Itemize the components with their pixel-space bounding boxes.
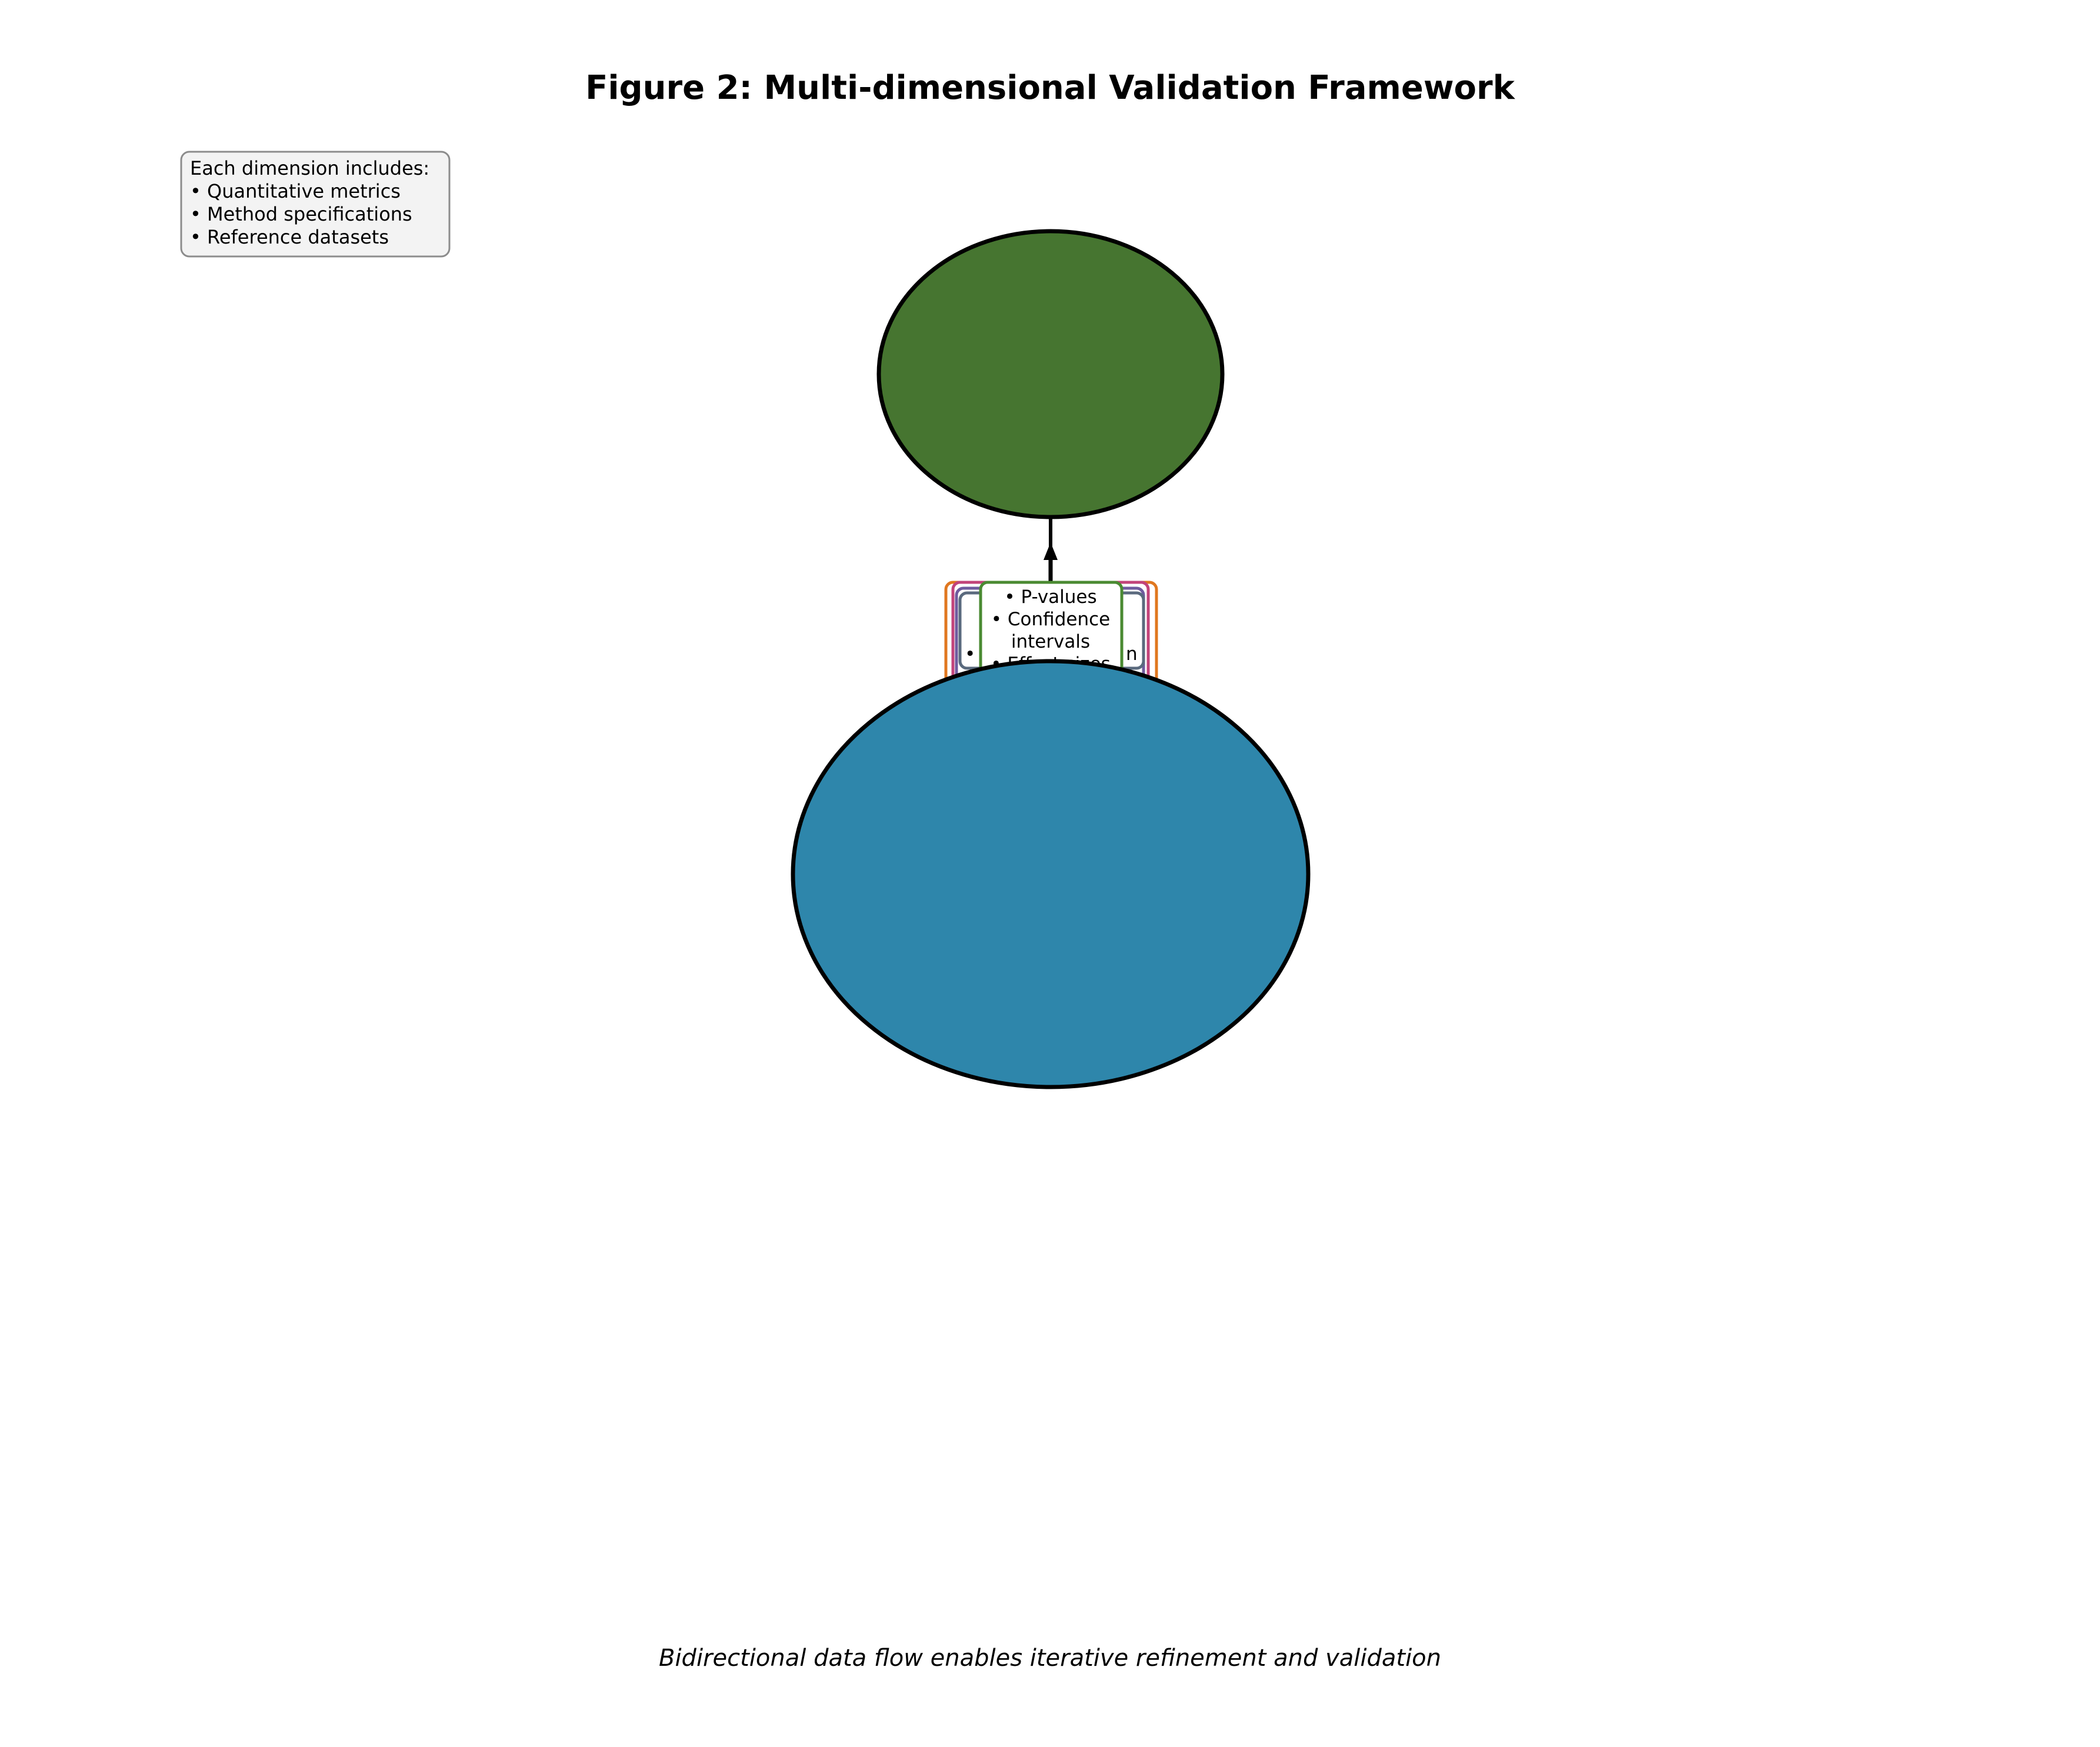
top-node-circle [876, 229, 1225, 519]
connector-arrow [1044, 518, 1058, 582]
ghost-fragment-right: n [1126, 644, 1138, 665]
note-line-datasets: • Reference datasets [190, 226, 389, 248]
figure-caption: Bidirectional data flow enables iterativ… [659, 1645, 1441, 1672]
figure-title: Figure 2: Multi-dimensional Validation F… [585, 69, 1516, 107]
front-box-line-confidence: • Confidence [991, 609, 1110, 630]
bottom-node-circle [791, 659, 1311, 1089]
note-box: Each dimension includes: • Quantitative … [180, 151, 451, 258]
note-line-methods: • Method specifications [190, 203, 412, 225]
front-box-line-pvalues: • P-values [1004, 586, 1096, 608]
front-box-line-intervals: intervals [1011, 631, 1090, 652]
note-box-frame [180, 151, 451, 258]
note-line-heading: Each dimension includes: [190, 157, 429, 179]
note-line-metrics: • Quantitative metrics [190, 180, 401, 202]
